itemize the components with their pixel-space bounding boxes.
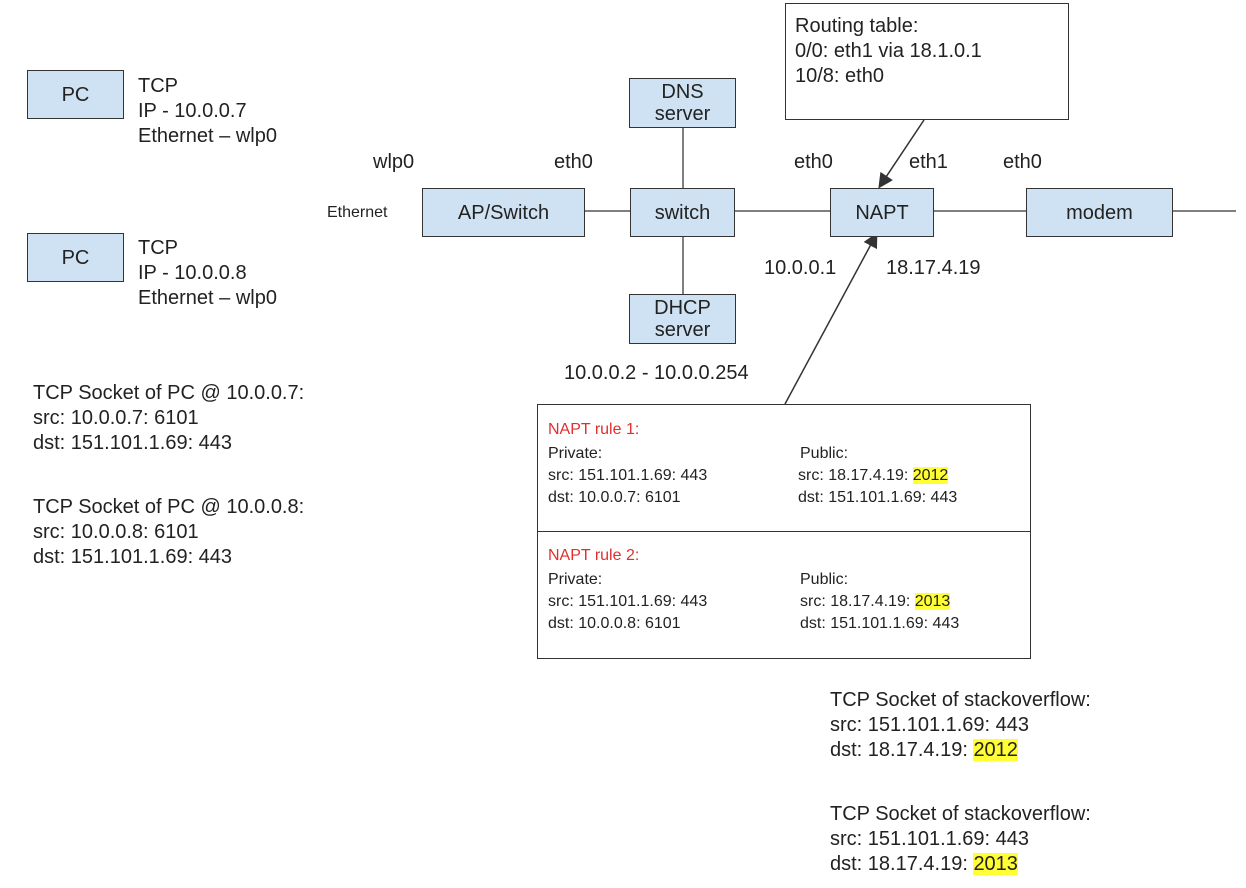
pc-2-label: PC (61, 246, 90, 269)
server-socket-2: TCP Socket of stackoverflow: src: 151.10… (830, 802, 1091, 877)
napt-rule-1-public-dst: dst: 151.101.1.69: 443 (798, 489, 958, 506)
routing-table-arrow (878, 119, 925, 189)
pc-1-label: PC (61, 83, 90, 106)
pc-1-box: PC (27, 70, 124, 119)
napt-rule-2-public-src: src: 18.17.4.19: 2013 (800, 591, 959, 613)
napt-rule-1-public-label: Public: (800, 445, 849, 462)
napt-rule-2-public-dst: dst: 151.101.1.69: 443 (800, 615, 960, 632)
pc-socket-2: TCP Socket of PC @ 10.0.0.8: src: 10.0.0… (33, 495, 304, 570)
napt-rules-arrow (784, 232, 878, 405)
napt-label: NAPT (855, 201, 909, 224)
napt-rule-1-private-dst: dst: 10.0.0.7: 6101 (548, 489, 681, 506)
napt-rule-1-private: Private: src: 151.101.1.69: 443 dst: 10.… (548, 443, 707, 509)
napt-rule-2-private: Private: src: 151.101.1.69: 443 dst: 10.… (548, 569, 707, 635)
napt-eth0-label: eth0 (794, 151, 833, 173)
napt-rule-2-public-src-prefix: src: 18.17.4.19: (800, 593, 915, 610)
napt-rule-1-public-src: src: 18.17.4.19: 2012 (798, 465, 957, 487)
modem-box: modem (1026, 188, 1173, 237)
napt-rule-1-title: NAPT rule 1: (548, 421, 640, 438)
modem-eth0-label: eth0 (1003, 151, 1042, 173)
routing-table-title: Routing table: (795, 15, 919, 37)
napt-rule-1-public-src-prefix: src: 18.17.4.19: (798, 467, 913, 484)
ap-switch-label: AP/Switch (457, 201, 550, 224)
ethernet-label: Ethernet (327, 204, 388, 221)
server-socket-1-src: src: 151.101.1.69: 443 (830, 714, 1030, 736)
server-socket-2-dst: dst: 18.17.4.19: 2013 (830, 852, 1091, 877)
pc-2-ip: IP - 10.0.0.8 (138, 262, 247, 284)
pc-socket-1: TCP Socket of PC @ 10.0.0.7: src: 10.0.0… (33, 381, 304, 456)
dhcp-range: 10.0.0.2 - 10.0.0.254 (564, 362, 749, 384)
dns-label-1: DNS (661, 81, 704, 103)
ap-switch-box: AP/Switch (422, 188, 585, 237)
dns-label-2: server (654, 103, 711, 125)
pc-socket-2-title: TCP Socket of PC @ 10.0.0.8: (33, 496, 305, 518)
napt-rule-2-public: Public: src: 18.17.4.19: 2013 dst: 151.1… (800, 569, 959, 635)
pc-socket-1-src: src: 10.0.0.7: 6101 (33, 407, 199, 429)
napt-rule-2-title: NAPT rule 2: (548, 547, 640, 564)
server-socket-2-title: TCP Socket of stackoverflow: (830, 803, 1091, 825)
modem-label: modem (1066, 201, 1133, 224)
server-socket-2-dst-prefix: dst: 18.17.4.19: (830, 853, 974, 875)
server-socket-1: TCP Socket of stackoverflow: src: 151.10… (830, 688, 1091, 763)
pc-1-ip: IP - 10.0.0.7 (138, 100, 247, 122)
switch-eth0-label: eth0 (554, 151, 593, 173)
napt-rule-2-private-dst: dst: 10.0.0.8: 6101 (548, 615, 681, 632)
napt-rule-1-public: Public: src: 18.17.4.19: 2012 dst: 151.1… (798, 443, 957, 509)
dhcp-label-1: DHCP (654, 297, 711, 319)
pc-2-iface: Ethernet – wlp0 (138, 287, 277, 309)
server-socket-1-dst-prefix: dst: 18.17.4.19: (830, 739, 974, 761)
pc-2-box: PC (27, 233, 124, 282)
switch-box: switch (630, 188, 735, 237)
napt-rule-2-public-label: Public: (800, 571, 849, 588)
napt-public-ip: 18.17.4.19 (886, 257, 981, 279)
route-local: 10/8: eth0 (795, 65, 884, 87)
pc-socket-2-dst: dst: 151.101.1.69: 443 (33, 546, 233, 568)
pc-socket-1-dst: dst: 151.101.1.69: 443 (33, 432, 233, 454)
napt-rule-2-private-label: Private: (548, 571, 603, 588)
napt-private-ip: 10.0.0.1 (764, 257, 837, 279)
pc-2-info: TCP IP - 10.0.0.8 Ethernet – wlp0 (138, 236, 277, 311)
napt-box: NAPT (830, 188, 934, 237)
switch-label: switch (654, 201, 711, 224)
server-socket-1-dst: dst: 18.17.4.19: 2012 (830, 738, 1091, 763)
pc-socket-2-src: src: 10.0.0.8: 6101 (33, 521, 199, 543)
server-socket-1-title: TCP Socket of stackoverflow: (830, 689, 1091, 711)
napt-rule-1-public-port: 2012 (912, 467, 949, 484)
routing-table-box: Routing table: 0/0: eth1 via 18.1.0.1 10… (785, 3, 1069, 120)
dhcp-server-box: DHCP server (629, 294, 736, 344)
napt-rule-2-public-port: 2013 (914, 593, 951, 610)
napt-rule-2-box: NAPT rule 2: Private: src: 151.101.1.69:… (537, 531, 1031, 659)
dns-server-box: DNS server (629, 78, 736, 128)
pc-1-info: TCP IP - 10.0.0.7 Ethernet – wlp0 (138, 74, 277, 149)
napt-rule-1-box: NAPT rule 1: Private: src: 151.101.1.69:… (537, 404, 1031, 533)
route-default: 0/0: eth1 via 18.1.0.1 (795, 40, 982, 62)
wlp0-label: wlp0 (373, 151, 415, 173)
napt-rule-1-private-src: src: 151.101.1.69: 443 (548, 467, 708, 484)
napt-rule-2-private-src: src: 151.101.1.69: 443 (548, 593, 708, 610)
napt-eth1-label: eth1 (909, 151, 948, 173)
server-socket-2-src: src: 151.101.1.69: 443 (830, 828, 1030, 850)
pc-1-iface: Ethernet – wlp0 (138, 125, 277, 147)
server-socket-2-port: 2013 (973, 853, 1018, 875)
pc-2-protocol: TCP (138, 237, 178, 259)
pc-socket-1-title: TCP Socket of PC @ 10.0.0.7: (33, 382, 305, 404)
server-socket-1-port: 2012 (973, 739, 1018, 761)
routing-table-text: Routing table: 0/0: eth1 via 18.1.0.1 10… (795, 14, 982, 89)
dhcp-label-2: server (654, 319, 711, 341)
pc-1-protocol: TCP (138, 75, 178, 97)
napt-rule-1-private-label: Private: (548, 445, 603, 462)
